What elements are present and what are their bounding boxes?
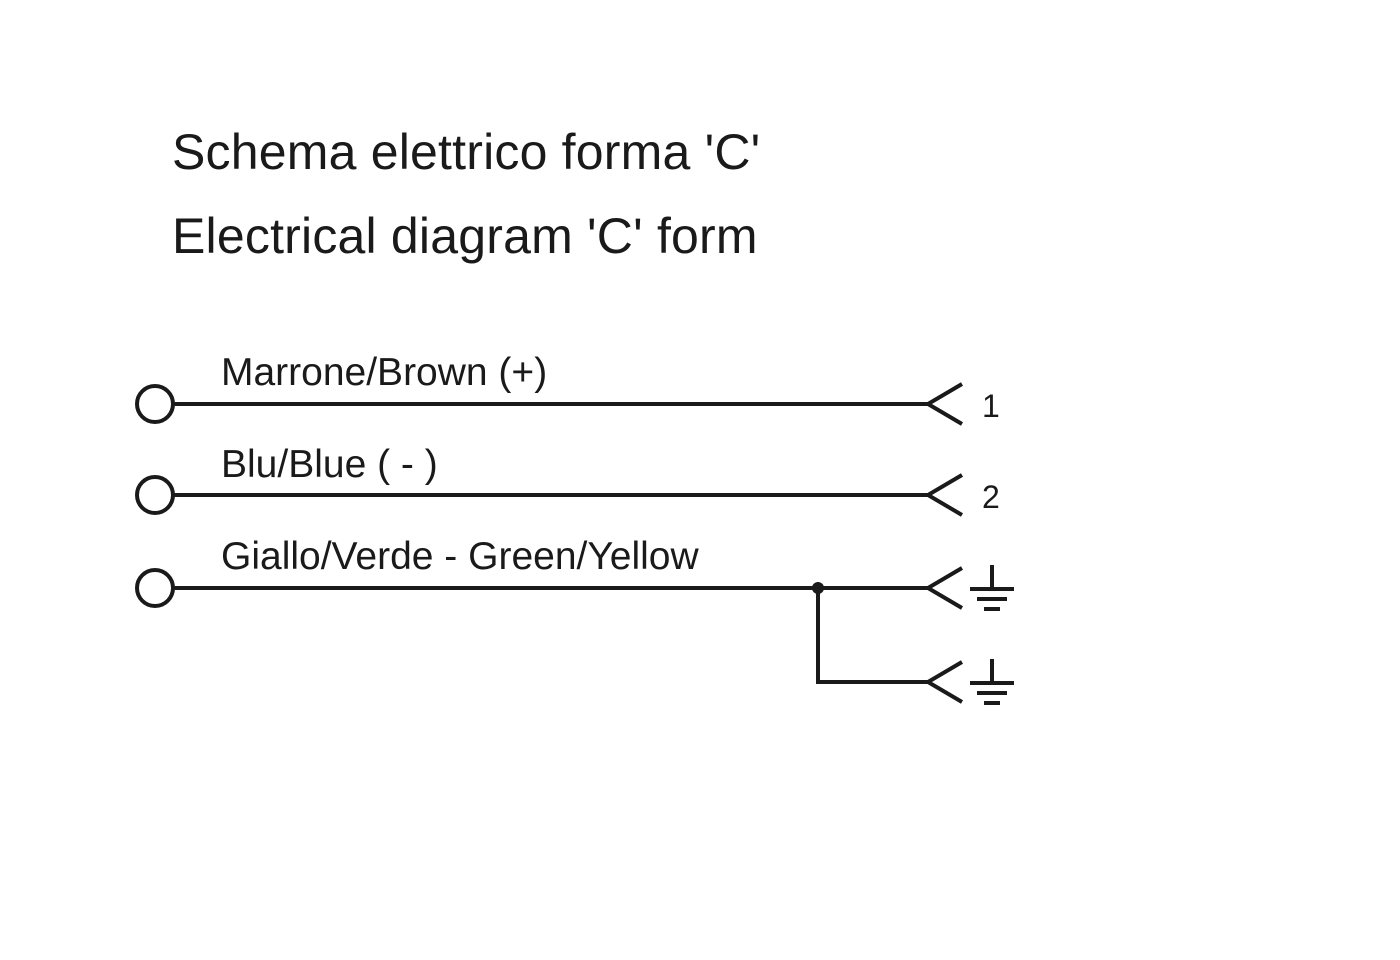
- pin-label-2: 2: [982, 479, 1000, 515]
- terminal-circle-1: [135, 384, 175, 424]
- wire-label-brown: Marrone/Brown (+): [221, 351, 547, 394]
- terminal-circle-3: [135, 568, 175, 608]
- junction-dot: [812, 582, 824, 594]
- wire-blue: [135, 473, 964, 517]
- wire-brown: [135, 382, 964, 426]
- wire-green-yellow: [135, 566, 964, 704]
- diagram-title-italian: Schema elettrico forma 'C': [172, 124, 761, 180]
- pin-label-1: 1: [982, 388, 1000, 424]
- ground-icon: [970, 659, 1014, 705]
- connector-socket-2: [924, 473, 964, 517]
- terminal-circle-2: [135, 475, 175, 515]
- connector-socket-3: [924, 566, 964, 610]
- wire-label-green-yellow: Giallo/Verde - Green/Yellow: [221, 535, 699, 578]
- connector-socket-1: [924, 382, 964, 426]
- wire-label-blue: Blu/Blue ( - ): [221, 443, 438, 486]
- ground-icon: [970, 565, 1014, 611]
- branch-wire: [816, 588, 928, 684]
- diagram-title-english: Electrical diagram 'C' form: [172, 208, 758, 264]
- connector-socket-4: [924, 660, 964, 704]
